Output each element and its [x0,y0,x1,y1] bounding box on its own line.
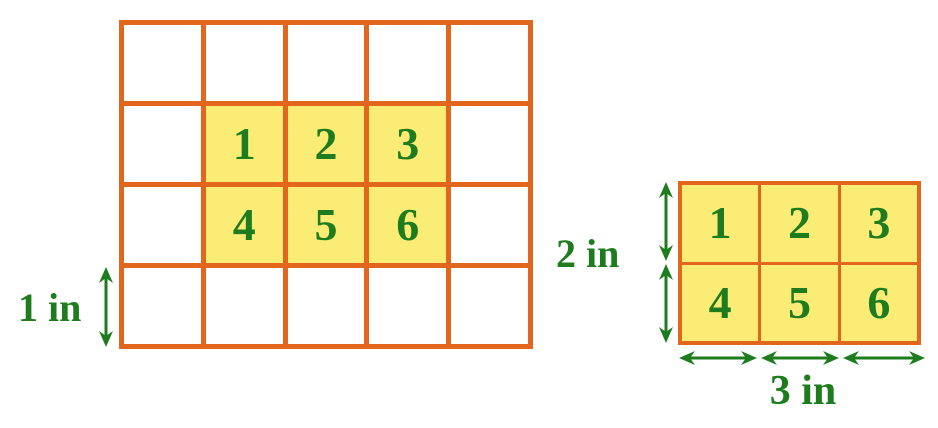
one-inch-label: 1 in [18,285,82,330]
grid-cell-highlighted: 2 [761,185,838,262]
grid-cell-highlighted: 1 [682,185,759,262]
grid-cell [205,268,283,344]
three-inch-arrow-col1-icon [679,351,757,365]
grid-cell-highlighted: 4 [682,264,759,341]
grid-cell [124,106,201,182]
grid-cell-highlighted: 4 [205,187,283,263]
two-inch-arrow-top-icon [659,182,673,261]
one-inch-arrow-icon [99,267,113,347]
grid-cell-highlighted: 5 [761,264,838,341]
grid-cell [451,25,528,101]
grid-cell [124,187,201,263]
grid-cell-highlighted: 3 [369,106,447,182]
three-inch-label: 3 in [769,368,837,414]
grid-cell-highlighted: 6 [369,187,447,263]
grid-cell-highlighted: 5 [287,187,365,263]
grid-cell [451,187,528,263]
grid-cell-highlighted: 3 [840,185,917,262]
grid-cell [124,268,201,344]
three-inch-arrow-col3-icon [843,351,925,365]
two-inch-label: 2 in [556,231,620,276]
grid-cell [451,106,528,182]
grid-cell [287,25,365,101]
grid-cell-highlighted: 2 [287,106,365,182]
grid-cell [287,268,365,344]
grid-cell-highlighted: 1 [205,106,283,182]
grid-cell [124,25,201,101]
grid-cell [205,25,283,101]
three-inch-arrow-col2-icon [761,351,839,365]
grid-cell [369,25,447,101]
grid-cell-highlighted: 6 [840,264,917,341]
grid-cell [369,268,447,344]
two-inch-arrow-bottom-icon [659,264,673,343]
grid-cell [451,268,528,344]
